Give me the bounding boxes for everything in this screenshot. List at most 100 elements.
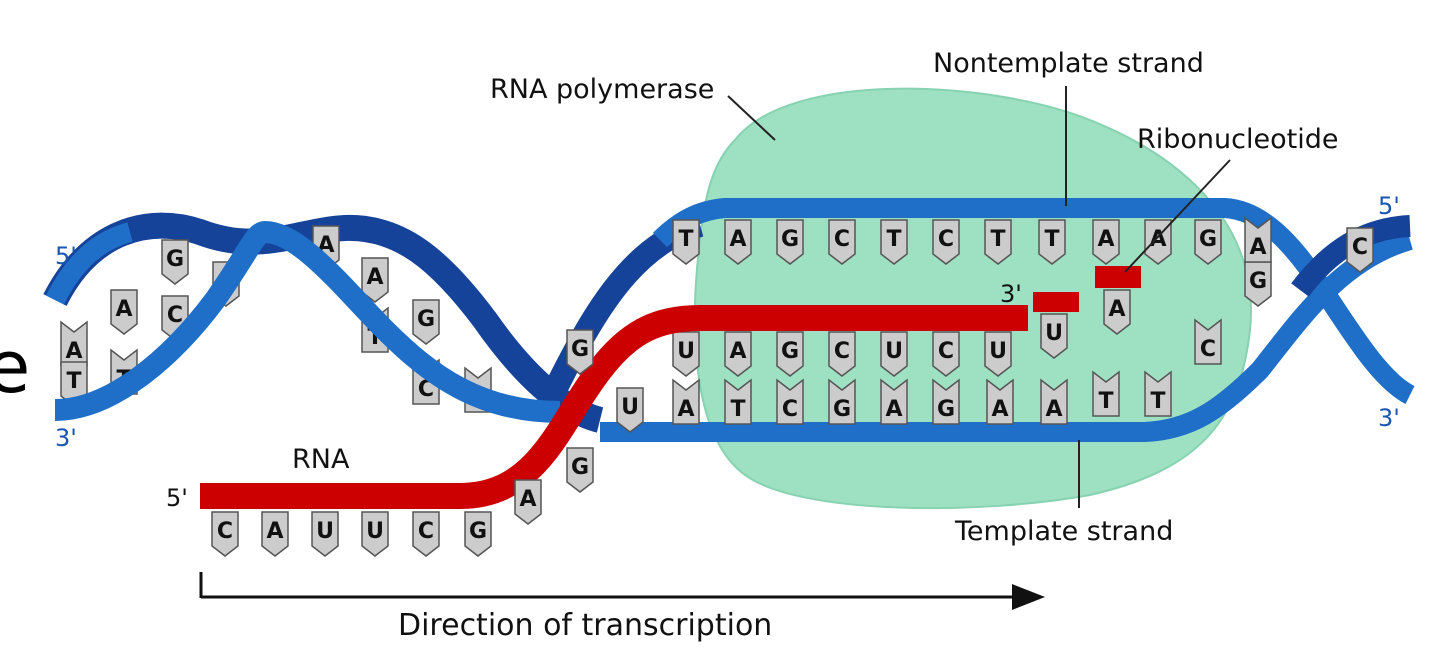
template-strand-label: Template strand	[954, 516, 1173, 547]
template-base: G	[932, 378, 960, 425]
svg-text:A: A	[1249, 235, 1266, 260]
rna-bubble-base: U	[672, 331, 700, 377]
svg-text:C: C	[782, 397, 798, 422]
svg-text:A: A	[991, 397, 1008, 422]
svg-text:C: C	[418, 519, 434, 544]
svg-text:G: G	[833, 397, 851, 422]
nontemplate-strand	[652, 198, 1415, 404]
svg-text:G: G	[571, 455, 589, 480]
svg-text:C: C	[1200, 337, 1216, 362]
helix-base: A	[110, 289, 138, 335]
nontemplate-strand-label: Nontemplate strand	[933, 48, 1204, 79]
svg-text:A: A	[1108, 297, 1125, 322]
rna-polymerase-label: RNA polymerase	[490, 74, 714, 105]
svg-text:G: G	[781, 339, 799, 364]
svg-text:A: A	[885, 397, 902, 422]
template-base: T	[1092, 370, 1120, 417]
nontemplate-base: A	[1092, 219, 1120, 265]
helix-front-strand-2	[46, 222, 133, 305]
svg-text:C: C	[834, 227, 850, 252]
rna-bubble-base: C	[828, 331, 856, 377]
nontemplate-base: A	[724, 219, 752, 265]
incoming-ribonucleotide-base: A	[1103, 289, 1131, 335]
svg-text:G: G	[1199, 227, 1217, 252]
helix-base: G	[161, 239, 189, 285]
left-bottom-end-label: 3'	[55, 424, 77, 452]
rna-tail-base: U	[311, 511, 339, 557]
template-base: T	[724, 378, 752, 425]
svg-text:G: G	[571, 337, 589, 362]
svg-text:C: C	[217, 519, 233, 544]
svg-text:G: G	[937, 397, 955, 422]
template-base: T	[1144, 370, 1172, 417]
ribonucleotide-label: Ribonucleotide	[1137, 124, 1338, 155]
right-bottom-end-label: 3'	[1378, 404, 1400, 432]
helix-back-strand-1	[43, 212, 604, 433]
rna-tail-base: A	[514, 479, 542, 525]
nontemplate-base: T	[1038, 219, 1066, 265]
nontemplate-base: T	[672, 219, 700, 265]
rna-tail-base: C	[211, 511, 239, 557]
svg-text:C: C	[1352, 235, 1368, 260]
svg-text:C: C	[938, 339, 954, 364]
svg-text:A: A	[677, 397, 694, 422]
svg-text:C: C	[834, 339, 850, 364]
nontemplate-base: T	[984, 219, 1012, 265]
svg-text:U: U	[989, 339, 1007, 364]
left-top-end-label: 5'	[55, 242, 77, 270]
rna-polymerase-leader	[727, 95, 776, 141]
rna-bubble-base: C	[932, 331, 960, 377]
svg-text:G: G	[1249, 269, 1267, 294]
svg-text:U: U	[885, 339, 903, 364]
right-top-end-label: 5'	[1378, 192, 1400, 220]
svg-text:C: C	[938, 227, 954, 252]
svg-text:U: U	[621, 395, 639, 420]
svg-text:T: T	[678, 227, 693, 252]
rna-tail-base: G	[464, 511, 492, 557]
rna-bubble-base: G	[776, 331, 804, 377]
new-ribonucleotide-base: U	[1040, 313, 1068, 359]
direction-label: Direction of transcription	[398, 608, 772, 643]
template-base: G	[828, 378, 856, 425]
svg-text:U: U	[1045, 321, 1063, 346]
rna-strand	[200, 305, 1028, 509]
svg-text:C: C	[167, 303, 183, 328]
new-ribonucleotide-bar	[1033, 292, 1079, 312]
template-base: A	[880, 378, 908, 425]
helix-front-strand-1	[54, 220, 561, 423]
rna-tail-base: G	[566, 447, 594, 493]
svg-text:U: U	[366, 519, 384, 544]
svg-text:T: T	[1150, 389, 1165, 414]
template-base: A	[986, 378, 1014, 425]
svg-text:G: G	[469, 519, 487, 544]
svg-text:T: T	[730, 397, 745, 422]
svg-text:T: T	[1098, 389, 1113, 414]
svg-text:A: A	[65, 339, 82, 364]
svg-text:T: T	[1044, 227, 1059, 252]
svg-text:A: A	[115, 297, 132, 322]
svg-text:C: C	[418, 377, 434, 402]
rna-tail-base: U	[616, 387, 644, 433]
helix-base: A	[60, 320, 88, 367]
svg-text:A: A	[519, 487, 536, 512]
helix-base: A	[361, 257, 389, 303]
nontemplate-base: G	[1194, 219, 1222, 265]
svg-text:T: T	[886, 227, 901, 252]
template-base: C	[776, 378, 804, 425]
rna-tail-base: U	[361, 511, 389, 557]
nontemplate-base: G	[776, 219, 804, 265]
rna-5-prime-label: 5'	[166, 484, 188, 512]
nontemplate-base: T	[880, 219, 908, 265]
ribonucleotide-bar	[1095, 266, 1141, 288]
helix-right-base: A	[1244, 216, 1272, 263]
svg-text:U: U	[677, 339, 695, 364]
svg-text:U: U	[316, 519, 334, 544]
svg-text:G: G	[781, 227, 799, 252]
helix-right-base: C	[1194, 318, 1222, 365]
rna-tail-base: G	[566, 329, 594, 375]
svg-text:G: G	[417, 307, 435, 332]
rna-bubble-base: U	[984, 331, 1012, 377]
template-base: A	[672, 378, 700, 425]
